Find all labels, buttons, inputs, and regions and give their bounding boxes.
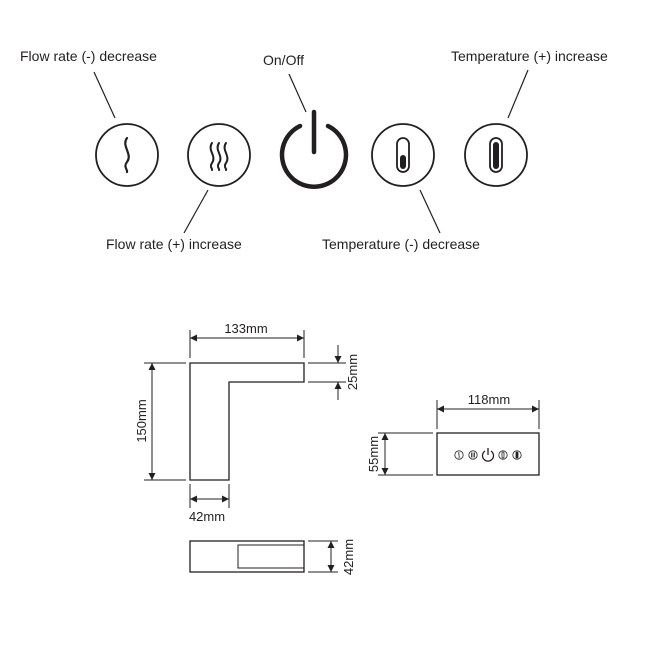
flow-increase-label: Flow rate (+) increase <box>106 236 242 252</box>
on-off-label: On/Off <box>263 52 304 68</box>
mini-temp-decrease-icon <box>498 450 508 460</box>
spout-height-dimension <box>144 362 186 481</box>
spout-top-view <box>189 540 305 573</box>
spout-height-text: 150mm <box>134 399 149 442</box>
mini-power-icon <box>481 450 495 462</box>
panel-mini-buttons <box>454 448 522 462</box>
power-icon <box>279 123 349 189</box>
temp-decrease-label: Temperature (-) decrease <box>322 236 480 252</box>
leader-lines <box>93 69 529 234</box>
thermometer-low-icon <box>396 137 410 173</box>
spout-outlet-text: 25mm <box>345 354 360 390</box>
flow-increase-button[interactable] <box>187 123 251 187</box>
spout-outlet-dimension <box>308 345 346 400</box>
spout-length-dimension <box>189 330 305 358</box>
spout-depth-dimension <box>308 540 338 573</box>
leader-flow-increase <box>183 189 209 234</box>
mini-flow-increase-icon <box>468 450 478 460</box>
panel-width-text: 118mm <box>468 392 510 407</box>
power-button[interactable] <box>279 109 349 189</box>
mini-temp-increase-icon <box>512 450 522 460</box>
leader-flow-decrease <box>93 71 116 119</box>
panel-width-dimension <box>436 400 540 429</box>
triple-wave-icon <box>209 142 229 171</box>
leader-temp-decrease <box>419 189 441 234</box>
leader-on-off <box>288 73 307 113</box>
control-panel-front-view <box>436 432 540 476</box>
single-wave-icon <box>124 136 130 174</box>
leader-temp-increase <box>507 69 529 119</box>
spout-width-dimension <box>189 484 230 508</box>
temp-increase-label: Temperature (+) increase <box>451 48 608 64</box>
mini-flow-decrease-icon <box>454 450 464 460</box>
temp-increase-button[interactable] <box>464 123 528 187</box>
thermometer-high-icon <box>489 137 503 173</box>
panel-height-dimension <box>378 432 433 476</box>
temp-decrease-button[interactable] <box>371 123 435 187</box>
spout-width-text: 42mm <box>189 509 225 524</box>
spout-length-text: 133mm <box>224 321 267 336</box>
spout-depth-text: 42mm <box>341 539 356 575</box>
panel-height-text: 55mm <box>366 436 381 472</box>
flow-decrease-button[interactable] <box>95 123 159 187</box>
spout-side-view <box>189 362 305 481</box>
flow-decrease-label: Flow rate (-) decrease <box>20 48 157 64</box>
